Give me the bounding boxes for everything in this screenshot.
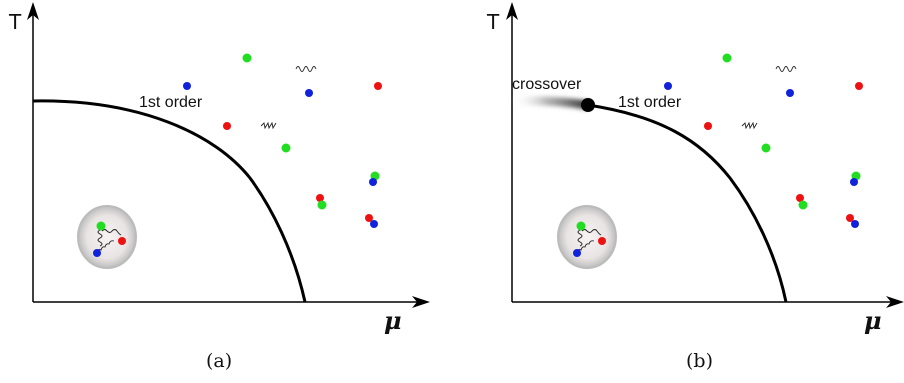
gluon-spring-icon bbox=[101, 229, 122, 236]
red-quark-dot bbox=[855, 82, 863, 90]
green-quark-dot bbox=[317, 200, 327, 210]
caption-b: (b) bbox=[686, 350, 713, 372]
crossover-band bbox=[511, 96, 589, 110]
x-arrow-icon bbox=[412, 296, 430, 308]
red-quark-dot bbox=[223, 122, 231, 130]
first-order-label: 1st order bbox=[139, 94, 203, 111]
red-quark-dot bbox=[796, 194, 804, 202]
blue-quark-dot bbox=[369, 178, 377, 186]
free-quarks-b bbox=[664, 53, 863, 228]
y-arrow-icon bbox=[27, 2, 39, 20]
panel-b: T μ crossover 1st order bbox=[486, 2, 904, 372]
green-quark-dot bbox=[96, 221, 106, 231]
x-arrow-icon bbox=[886, 296, 904, 308]
gluon-spring-icon bbox=[576, 240, 595, 253]
red-quark-dot bbox=[374, 82, 382, 90]
first-order-label: 1st order bbox=[618, 94, 682, 111]
green-quark-dot bbox=[761, 143, 771, 153]
gluon-spring-icon bbox=[775, 66, 797, 72]
y-arrow-icon bbox=[506, 2, 518, 20]
gluon-spring-icon bbox=[741, 121, 758, 130]
blue-quark-dot bbox=[305, 89, 313, 97]
caption-a: (a) bbox=[206, 350, 232, 372]
blue-quark-dot bbox=[93, 249, 101, 257]
red-quark-dot bbox=[704, 122, 712, 130]
red-quark-dot bbox=[118, 237, 126, 245]
blue-quark-dot bbox=[370, 220, 378, 228]
panel-a: T μ 1st order bbox=[8, 2, 430, 372]
critical-point bbox=[581, 98, 595, 112]
red-quark-dot bbox=[846, 214, 854, 222]
gluon-spring-icon bbox=[295, 66, 317, 72]
x-axis-label: μ bbox=[384, 306, 402, 335]
hadron-bubble-b bbox=[557, 205, 617, 269]
red-quark-dot bbox=[598, 237, 606, 245]
red-quark-dot bbox=[365, 214, 373, 222]
crossover-label: crossover bbox=[512, 76, 582, 93]
green-quark-dot bbox=[281, 143, 291, 153]
free-quarks-a bbox=[183, 53, 382, 228]
green-quark-dot bbox=[798, 200, 808, 210]
gluon-spring-icon bbox=[260, 121, 277, 130]
green-quark-dot bbox=[576, 221, 586, 231]
x-axis-label: μ bbox=[864, 306, 882, 335]
axes-a bbox=[27, 2, 430, 308]
green-quark-dot bbox=[722, 53, 732, 63]
hadron-bubble-a bbox=[77, 205, 137, 269]
first-order-line bbox=[32, 99, 307, 303]
blue-quark-dot bbox=[664, 82, 672, 90]
axes-b bbox=[506, 2, 904, 308]
blue-quark-dot bbox=[183, 82, 191, 90]
red-quark-dot bbox=[316, 194, 324, 202]
y-axis-label: T bbox=[8, 10, 22, 34]
green-quark-dot bbox=[242, 53, 252, 63]
blue-quark-dot bbox=[850, 178, 858, 186]
y-axis-label: T bbox=[486, 10, 500, 34]
gluon-spring-icon bbox=[96, 240, 115, 253]
first-order-line bbox=[587, 103, 788, 303]
blue-quark-dot bbox=[786, 89, 794, 97]
blue-quark-dot bbox=[573, 249, 581, 257]
blue-quark-dot bbox=[851, 220, 859, 228]
gluon-spring-icon bbox=[581, 229, 602, 236]
